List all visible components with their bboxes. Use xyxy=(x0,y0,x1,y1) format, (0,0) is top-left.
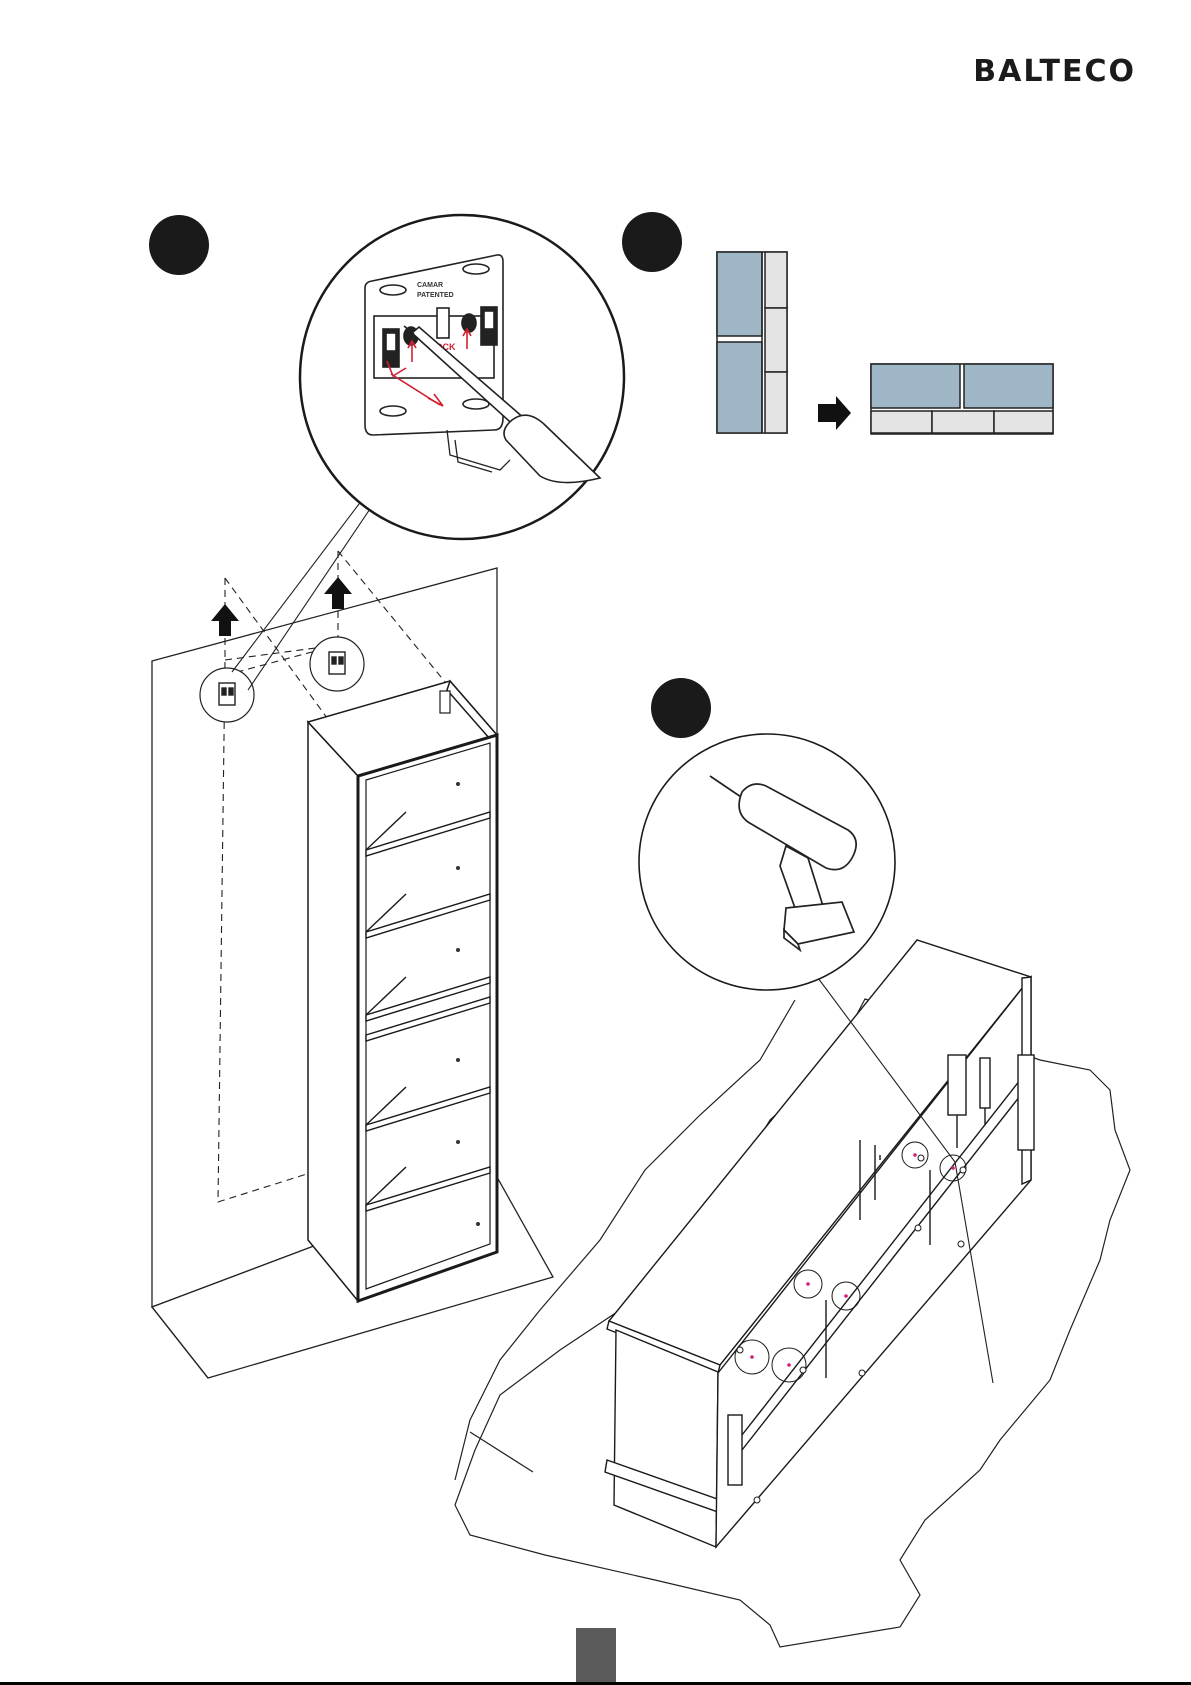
page-number-tab xyxy=(576,1628,616,1685)
tall-cabinet xyxy=(308,681,497,1301)
bracket-patent-text: PATENTED xyxy=(417,292,454,299)
arrow-right-icon xyxy=(818,396,851,430)
bracket-detail-callout: CAMAR PATENTED LOCK xyxy=(300,215,624,539)
panel-layout-diagram xyxy=(717,252,1053,434)
drill-detail-callout xyxy=(639,734,895,990)
base-cabinet xyxy=(605,940,1034,1547)
bracket-brand-text: CAMAR xyxy=(417,282,443,289)
